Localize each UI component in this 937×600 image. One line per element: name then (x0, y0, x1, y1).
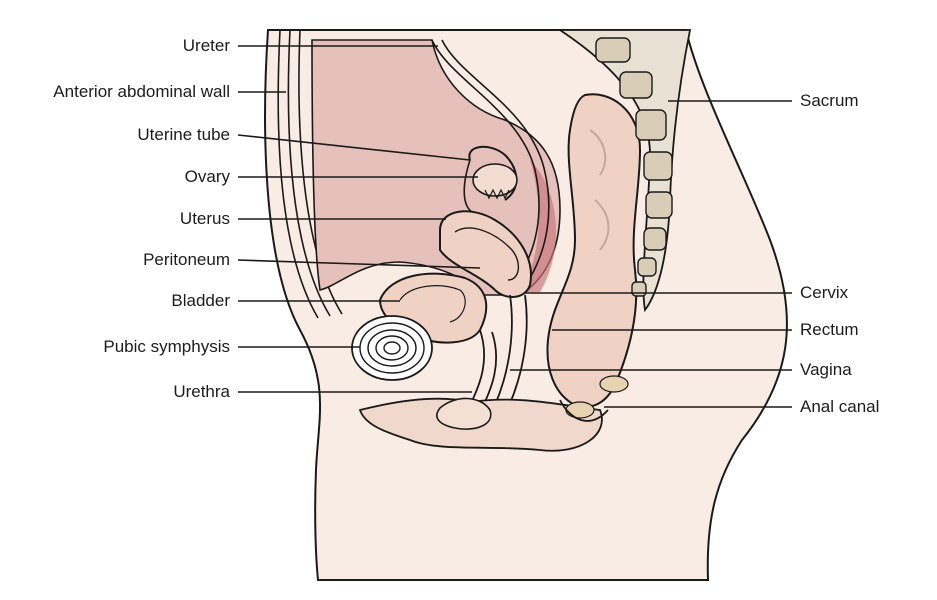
vagina-shape-inner (507, 294, 528, 409)
label-urethra: Urethra (173, 382, 230, 401)
label-peritoneum: Peritoneum (143, 250, 230, 269)
leader-lines-left (237, 45, 481, 393)
label-bladder: Bladder (171, 291, 230, 310)
label-anal-canal: Anal canal (800, 397, 880, 416)
ureter-tube (431, 39, 540, 276)
uterine-tube-stalk (463, 159, 473, 213)
uterus-shape (439, 210, 532, 298)
label-ovary: Ovary (184, 167, 230, 186)
uterine-cavity (454, 227, 519, 281)
label-vagina: Vagina (800, 360, 852, 379)
peritoneal-shadow (520, 160, 557, 292)
label-ureter: Ureter (182, 36, 230, 55)
vagina-shape (494, 294, 513, 406)
ovary-shape (472, 163, 518, 197)
ureter-tube-inner (441, 39, 550, 279)
label-pubic-symphysis: Pubic symphysis (103, 337, 230, 356)
label-sacrum: Sacrum (800, 91, 859, 110)
pubic-symphysis-shape (351, 315, 433, 381)
label-cervix: Cervix (800, 283, 849, 302)
rectum-content-1 (599, 375, 629, 393)
leader-lines-right (510, 100, 792, 408)
label-uterus: Uterus (179, 209, 230, 228)
rectum-fold-2 (594, 199, 610, 251)
label-anterior-abdominal-wall: Anterior abdominal wall (53, 82, 230, 101)
label-uterine-tube: Uterine tube (137, 125, 230, 144)
label-rectum: Rectum (800, 320, 859, 339)
anal-canal-shape (559, 399, 609, 422)
abdominal-wall-line-mid (287, 29, 331, 317)
rectum-fold-1 (589, 129, 607, 176)
leader-peritoneum (237, 259, 481, 269)
abdominal-wall-line-outer (277, 29, 319, 319)
bladder-inner (399, 285, 466, 323)
sacrum-shape (557, 29, 692, 313)
rectum-content-2 (565, 401, 595, 419)
leader-uterine-tube (237, 134, 471, 161)
fimbriae (484, 188, 510, 200)
labia-shape (436, 397, 492, 430)
